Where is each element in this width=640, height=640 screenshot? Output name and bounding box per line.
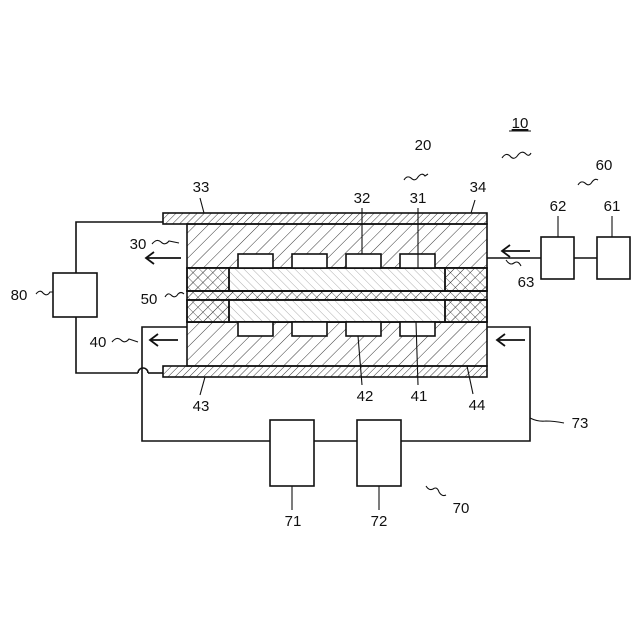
- leader-43: [200, 377, 205, 395]
- leader-60: [578, 179, 598, 185]
- cell-stack: [163, 213, 487, 377]
- cathode-channel-4: [400, 322, 435, 336]
- anode-gasket-left: [187, 268, 229, 291]
- anode-channel-1: [238, 254, 273, 268]
- cathode-gasket-left: [187, 300, 229, 322]
- anode-catalyst: [229, 268, 445, 291]
- label-34: 34: [470, 179, 487, 196]
- oxidant-inlet-arrow: [497, 334, 525, 346]
- label-10: 10: [512, 115, 529, 132]
- leader-33: [200, 198, 204, 213]
- cathode-channel-1: [238, 322, 273, 336]
- anode-outlet-arrow: [146, 252, 181, 264]
- label-31: 31: [410, 190, 427, 207]
- anode-current-collector: [163, 213, 487, 224]
- label-62: 62: [550, 198, 567, 215]
- anode-gasket-right: [445, 268, 487, 291]
- label-43: 43: [193, 398, 210, 415]
- leader-30: [152, 240, 179, 244]
- fuel-regulator-62-box: [541, 237, 574, 279]
- label-80: 80: [11, 287, 28, 304]
- anode-separator-plate: [187, 224, 487, 268]
- leader-10: [502, 152, 531, 158]
- oxidant-device-71-box: [270, 420, 314, 486]
- leader-20: [404, 174, 428, 180]
- oxidant-device-72-box: [357, 420, 401, 486]
- cathode-gasket-right: [445, 300, 487, 322]
- label-44: 44: [469, 397, 486, 414]
- cathode-outlet-arrow: [150, 334, 178, 346]
- leader-34: [471, 200, 475, 213]
- leader-70: [426, 486, 446, 496]
- label-40: 40: [90, 334, 107, 351]
- cathode-catalyst: [229, 300, 445, 322]
- label-42: 42: [357, 388, 374, 405]
- fuel-inlet-arrow: [502, 245, 530, 257]
- cathode-separator-plate: [187, 322, 487, 366]
- anode-channel-2: [292, 254, 327, 268]
- fuel-tank-61-box: [597, 237, 630, 279]
- leader-50: [165, 293, 184, 298]
- load-box: [53, 273, 97, 317]
- label-70: 70: [453, 500, 470, 517]
- leader-80: [36, 291, 53, 295]
- label-72: 72: [371, 513, 388, 530]
- label-71: 71: [285, 513, 302, 530]
- anode-channel-3: [346, 254, 381, 268]
- cathode-current-collector: [163, 366, 487, 377]
- cathode-channel-2: [292, 322, 327, 336]
- label-61: 61: [604, 198, 621, 215]
- label-50: 50: [141, 291, 158, 308]
- leader-63: [506, 260, 521, 266]
- label-60: 60: [596, 157, 613, 174]
- label-41: 41: [411, 388, 428, 405]
- label-30: 30: [130, 236, 147, 253]
- membrane: [187, 291, 487, 300]
- cathode-channel-3: [346, 322, 381, 336]
- label-32: 32: [354, 190, 371, 207]
- label-20: 20: [415, 137, 432, 154]
- label-63: 63: [518, 274, 535, 291]
- label-33: 33: [193, 179, 210, 196]
- leader-73: [530, 418, 564, 423]
- leader-40: [112, 338, 138, 342]
- label-73: 73: [572, 415, 589, 432]
